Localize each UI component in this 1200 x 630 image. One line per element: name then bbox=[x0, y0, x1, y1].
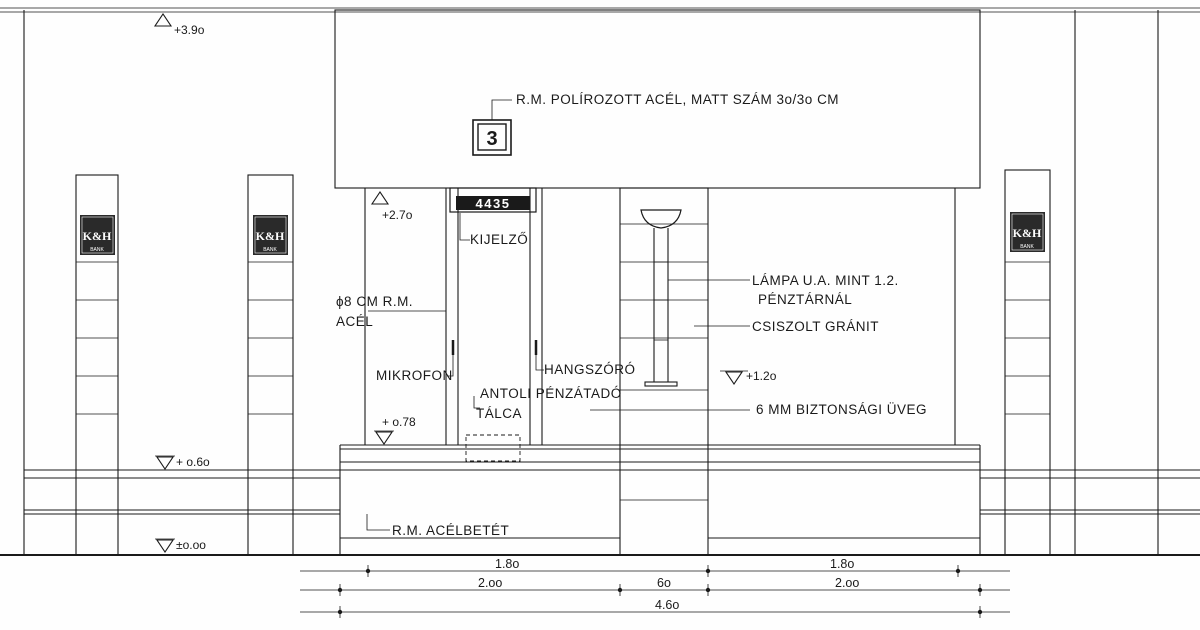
dimension-value: 2.oo bbox=[835, 576, 859, 590]
lamp-fixture bbox=[640, 209, 682, 387]
level-marker-counter: + o.78 bbox=[374, 415, 416, 445]
dimension-row-1: 1.8o 1.8o bbox=[300, 557, 1010, 577]
logo-text: K&H bbox=[256, 229, 285, 243]
dimension-value: 4.6o bbox=[655, 598, 679, 612]
level-ground: ±o.oo bbox=[176, 538, 206, 552]
speaker-label: HANGSZÓRÓ bbox=[544, 362, 636, 377]
dimension-value: 1.8o bbox=[495, 557, 519, 571]
logo-left-1: K&H BANK bbox=[80, 215, 115, 255]
display-panel: 4435 bbox=[449, 187, 537, 213]
lamp-label-line2: PÉNZTÁRNÁL bbox=[758, 292, 852, 307]
level-marker-plinth: + o.6o bbox=[155, 455, 210, 470]
sign-number-box: 3 bbox=[472, 119, 512, 156]
pillar-left-1 bbox=[75, 174, 119, 556]
microphone-label: MIKROFON bbox=[376, 368, 453, 383]
level-marker-top: +3.9o bbox=[153, 13, 205, 37]
level-top: +3.9o bbox=[174, 23, 205, 37]
lamp-label-line1: LÁMPA U.A. MINT 1.2. bbox=[752, 273, 899, 288]
granite-label: CSISZOLT GRÁNIT bbox=[752, 319, 879, 334]
logo-left-2: K&H BANK bbox=[253, 215, 288, 255]
level-marker-opening: +2.7o bbox=[370, 191, 413, 222]
tray-label-line2: TÁLCA bbox=[476, 406, 522, 421]
dimension-row-2: 2.oo 6o 2.oo bbox=[300, 576, 1010, 596]
level-plinth: + o.6o bbox=[176, 455, 210, 469]
dimension-value: 2.oo bbox=[478, 576, 502, 590]
level-lamp: +1.2o bbox=[746, 369, 777, 383]
logo-text: K&H bbox=[1013, 226, 1042, 240]
sign-number: 3 bbox=[486, 128, 497, 150]
display-value: 4435 bbox=[476, 196, 511, 211]
level-marker-ground: ±o.oo bbox=[155, 538, 206, 553]
steel-label-line2: ACÉL bbox=[336, 314, 373, 329]
logo-subtext: BANK bbox=[90, 247, 104, 253]
level-opening: +2.7o bbox=[382, 208, 413, 222]
dimension-value: 6o bbox=[657, 576, 671, 590]
pillar-right bbox=[1004, 169, 1051, 556]
tray-label-line1: ANTOLI PÉNZÁTADÓ bbox=[480, 386, 622, 401]
dimension-value: 1.8o bbox=[830, 557, 854, 571]
logo-subtext: BANK bbox=[1020, 244, 1034, 250]
level-marker-lamp: +1.2o bbox=[720, 369, 777, 385]
steel-label-line1: ϕ8 CM R.M. bbox=[336, 294, 413, 309]
logo-text: K&H bbox=[83, 229, 112, 243]
sign-note: R.M. POLÍROZOTT ACÉL, MATT SZÁM 3o/3o CM bbox=[516, 92, 839, 107]
level-counter: + o.78 bbox=[382, 415, 416, 429]
glass-label: 6 MM BIZTONSÁGI ÜVEG bbox=[756, 402, 927, 417]
dimension-row-3: 4.6o bbox=[300, 598, 1010, 618]
logo-right: K&H BANK bbox=[1010, 212, 1045, 252]
display-label: KIJELZŐ bbox=[470, 232, 528, 247]
logo-subtext: BANK bbox=[263, 247, 277, 253]
insert-label: R.M. ACÉLBETÉT bbox=[392, 523, 509, 538]
pillar-left-2 bbox=[247, 174, 294, 556]
